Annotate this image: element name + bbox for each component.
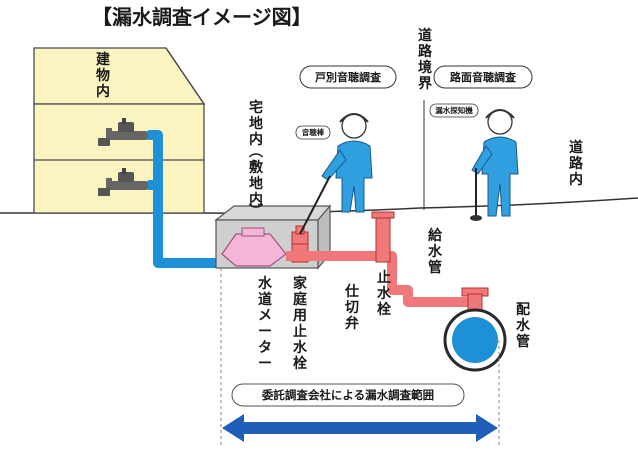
road-stopcock xyxy=(371,211,395,263)
label-building-interior: 建物内 xyxy=(96,51,110,100)
tag-leak-detector: 漏水探知機 xyxy=(429,103,479,118)
listening-rod xyxy=(299,175,331,235)
label-premises-interior: 宅地内︵敷地内︶ xyxy=(248,99,264,220)
faucet-icon xyxy=(98,118,148,146)
label-supply-pipe: 給水管 xyxy=(428,227,443,276)
diagram-title: 【漏水調査イメージ図】 xyxy=(92,5,312,29)
building xyxy=(33,47,206,214)
label-gate-valve: 仕切弁 xyxy=(344,283,359,332)
distribution-main xyxy=(443,308,507,372)
label-road-boundary: 道路境界 xyxy=(418,27,433,92)
tag-leak-detector-text: 漏水探知機 xyxy=(435,105,473,115)
gate-valve xyxy=(461,287,489,311)
bubble-road-listening: 路面音聴調査 xyxy=(433,65,533,89)
range-arrow xyxy=(222,414,498,442)
label-road-interior: 道路内 xyxy=(569,139,584,188)
label-household-stopcock: 家庭用止水栓 xyxy=(293,275,308,372)
label-stopcock: 止水栓 xyxy=(377,269,392,318)
bubble-individual-text: 戸別音聴調査 xyxy=(315,70,381,84)
tag-listening-rod-text: 音聴棒 xyxy=(302,127,325,137)
bubble-individual-listening: 戸別音聴調査 xyxy=(299,65,397,89)
blue-pipe xyxy=(148,130,224,268)
bubble-road-text: 路面音聴調査 xyxy=(450,70,516,84)
leak-detector-foot xyxy=(470,215,482,221)
faucet-icon xyxy=(98,168,148,196)
worker-icon xyxy=(471,109,519,217)
water-meter xyxy=(221,227,287,267)
label-water-meter: 水道メーター xyxy=(258,275,273,372)
range-label-text: 委託調査会社による漏水調査範囲 xyxy=(261,388,434,402)
label-distribution-pipe: 配水管 xyxy=(516,302,531,350)
worker-icon xyxy=(321,113,373,213)
range-label-box: 委託調査会社による漏水調査範囲 xyxy=(231,383,465,407)
tag-listening-rod: 音聴棒 xyxy=(295,125,331,140)
